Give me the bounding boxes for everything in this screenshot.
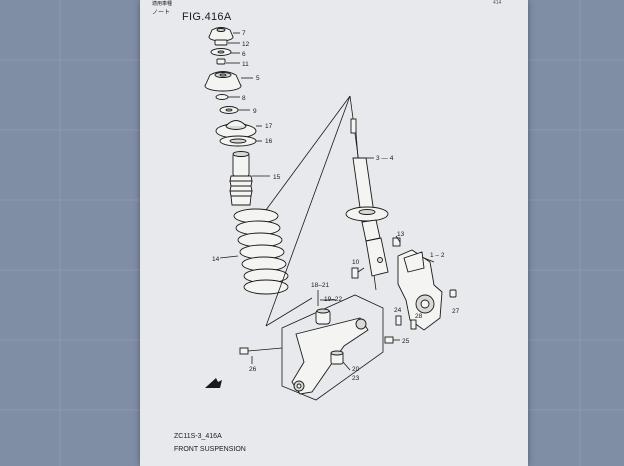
callout-labels: 7 12 6 11 5 8 9 17 16 15 14 3 — 4 13 10 … xyxy=(212,30,460,382)
header-page-number: 414 xyxy=(493,0,502,6)
part-15-dust-boot xyxy=(229,151,253,206)
part-5-strut-mount xyxy=(204,71,242,92)
callout-19-22: 19–22 xyxy=(324,296,342,303)
callout-15: 15 xyxy=(273,174,281,181)
part-24-bolt xyxy=(395,315,402,326)
callout-9: 9 xyxy=(253,108,257,115)
part-8-ring xyxy=(215,94,229,100)
part-16-spring-seat xyxy=(219,135,257,147)
callout-7: 7 xyxy=(242,30,246,37)
parts-catalog-sheet xyxy=(140,0,528,466)
callout-10: 10 xyxy=(352,259,360,266)
header-model-label: 適用車種 xyxy=(152,1,173,7)
header-sub-label: ノート xyxy=(152,10,171,16)
callout-16: 16 xyxy=(265,138,273,145)
part-14-coil-spring xyxy=(233,208,289,295)
callout-23: 23 xyxy=(352,375,360,382)
callout-20: 20 xyxy=(352,366,360,373)
part-3-4-strut-assembly xyxy=(345,118,389,277)
part-19-22-bushing xyxy=(315,308,331,325)
part-26-bolt xyxy=(239,347,283,355)
strut-mount-stack xyxy=(204,27,289,295)
part-28-bolt xyxy=(410,319,417,330)
callout-25: 25 xyxy=(402,338,410,345)
part-6-washer xyxy=(210,48,232,56)
callout-5: 5 xyxy=(256,75,260,82)
callout-17: 17 xyxy=(265,123,273,130)
callout-28: 28 xyxy=(415,313,423,320)
part-10-bolt xyxy=(351,267,359,279)
callout-6: 6 xyxy=(242,51,246,58)
callout-3-4: 3 — 4 xyxy=(376,155,394,162)
part-17-upper-seat xyxy=(215,120,257,139)
callout-14: 14 xyxy=(212,256,220,263)
callout-24: 24 xyxy=(394,307,402,314)
lower-arm-box xyxy=(281,290,384,401)
part-12-nut xyxy=(214,39,228,46)
part-20-23-bushing xyxy=(330,350,344,365)
part-27-nut xyxy=(449,289,457,298)
part-9-bearing xyxy=(219,106,239,114)
part-18-21-lower-arm xyxy=(291,317,369,395)
callout-11: 11 xyxy=(242,61,249,68)
callout-12: 12 xyxy=(242,41,250,48)
footer-section-title: FRONT SUSPENSION xyxy=(174,446,246,453)
part-25-bolt xyxy=(384,336,400,344)
footer-figure-code: ZC11S-3_416A xyxy=(174,433,222,440)
callout-18-21: 18–21 xyxy=(311,282,329,289)
callout-27: 27 xyxy=(452,308,460,315)
part-7-cap xyxy=(208,27,234,42)
part-11-nut xyxy=(216,58,226,65)
callout-8: 8 xyxy=(242,95,246,102)
part-13-bolt xyxy=(392,235,401,247)
front-arrow-icon xyxy=(205,378,222,388)
figure-title: FIG.416A xyxy=(182,11,232,23)
callout-1-2: 1 – 2 xyxy=(430,252,445,259)
callout-26: 26 xyxy=(249,366,257,373)
callout-13: 13 xyxy=(397,231,405,238)
